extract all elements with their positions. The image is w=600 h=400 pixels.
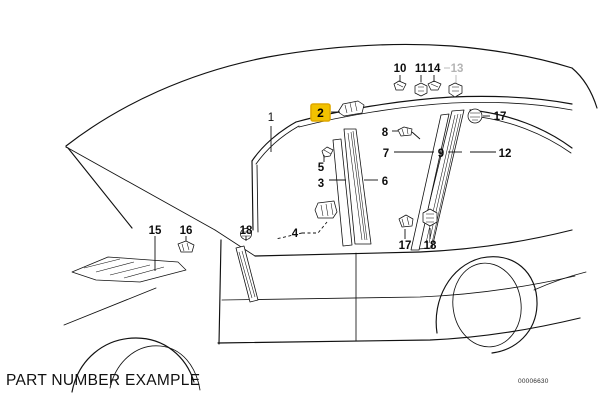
clip-block-icon-4 xyxy=(314,200,338,219)
screw-icon-10 xyxy=(393,80,407,91)
callout-label-18-left: 18 xyxy=(240,225,253,237)
rear-tire-inner xyxy=(452,262,522,348)
a-pillar-trim-outer xyxy=(251,160,254,231)
front-window-belt-line xyxy=(214,229,256,257)
front-window-upper-frame xyxy=(251,121,297,162)
rear-roof-sweep xyxy=(571,67,598,109)
callout-label-7: 7 xyxy=(383,148,389,160)
callout-label-15: 15 xyxy=(149,225,162,237)
callout-label-16: 16 xyxy=(180,225,193,237)
rear-quarter-window-frame-inner xyxy=(471,115,572,154)
windshield-pillar-strip xyxy=(235,245,259,303)
nut-icon-13 xyxy=(448,82,463,98)
leader-4 xyxy=(302,221,328,234)
belt-line xyxy=(254,229,573,257)
rear-wheel-arch xyxy=(435,256,538,354)
leader-8-b xyxy=(411,131,421,140)
front-wheel-arch-inner xyxy=(109,345,201,391)
b-pillar-trim-hatch xyxy=(347,130,368,241)
callout-label-4: 4 xyxy=(292,228,299,240)
callout-labels: 1 3 4 5 6 7 8 9 10 11 12 13 14 15 16 17 … xyxy=(149,63,512,252)
cowl-trim-part xyxy=(71,256,187,283)
roof-line xyxy=(65,43,573,147)
callout-label-2: 2 xyxy=(317,106,324,120)
callout-label-10: 10 xyxy=(394,63,407,75)
callout-label-9: 9 xyxy=(438,148,444,160)
front-wheel-arch xyxy=(71,337,195,393)
windshield-a-pillar xyxy=(65,146,133,229)
callout-label-11: 11 xyxy=(415,63,428,75)
drawing-number: 00006630 xyxy=(518,378,549,385)
callout-label-14: 14 xyxy=(428,63,441,75)
windshield-pillar-strip-hatch xyxy=(238,250,256,299)
callout-label-13: 13 xyxy=(451,63,464,75)
door-lower-feature-line xyxy=(221,275,576,301)
leader-4-ext xyxy=(275,232,303,240)
callout-label-6: 6 xyxy=(382,176,388,188)
clip-small-icon-8 xyxy=(397,126,413,137)
callout-label-1: 1 xyxy=(268,112,274,124)
front-window-upper-frame-inner xyxy=(255,125,300,165)
nut-icon-11 xyxy=(414,82,428,97)
grommet-icon-17-lower xyxy=(398,214,414,228)
vehicle-outline xyxy=(63,43,598,393)
callout-label-17-lower: 17 xyxy=(399,240,412,252)
front-fender-line xyxy=(63,287,157,326)
a-pillar-trim-inner xyxy=(256,164,259,233)
nut-icon-18-lower xyxy=(422,208,438,227)
highlight-box[interactable]: 2 xyxy=(310,103,331,122)
callout-label-3: 3 xyxy=(318,178,324,190)
screw-icon-14 xyxy=(427,80,442,91)
grommet-icon-17-upper xyxy=(467,108,483,124)
highlight-box-rect[interactable] xyxy=(310,103,331,122)
fastener-icons xyxy=(177,80,483,253)
roof-drip-rail-inner xyxy=(298,101,573,128)
callout-label-8: 8 xyxy=(382,127,389,139)
clip-small-icon-16 xyxy=(177,240,195,253)
callout-label-12: 12 xyxy=(499,148,512,160)
rear-arch-lip xyxy=(533,271,587,291)
b-pillar-trim xyxy=(343,128,372,245)
front-door-leading-edge xyxy=(218,239,222,345)
cowl-line xyxy=(67,147,216,231)
leader-lines xyxy=(154,67,496,271)
clip-fastener-icon-2 xyxy=(337,100,365,117)
page-title: PART NUMBER EXAMPLE xyxy=(6,372,201,389)
cowl-trim-hatch xyxy=(83,258,165,279)
b-pillar-inner-strip xyxy=(332,138,353,247)
callout-label-18-lower: 18 xyxy=(424,240,437,252)
c-pillar-inner-strip xyxy=(410,113,450,251)
rocker-sill xyxy=(217,317,581,344)
callout-label-17-upper: 17 xyxy=(494,111,507,123)
rear-quarter-window-frame xyxy=(469,109,573,149)
callout-label-5: 5 xyxy=(318,162,325,174)
